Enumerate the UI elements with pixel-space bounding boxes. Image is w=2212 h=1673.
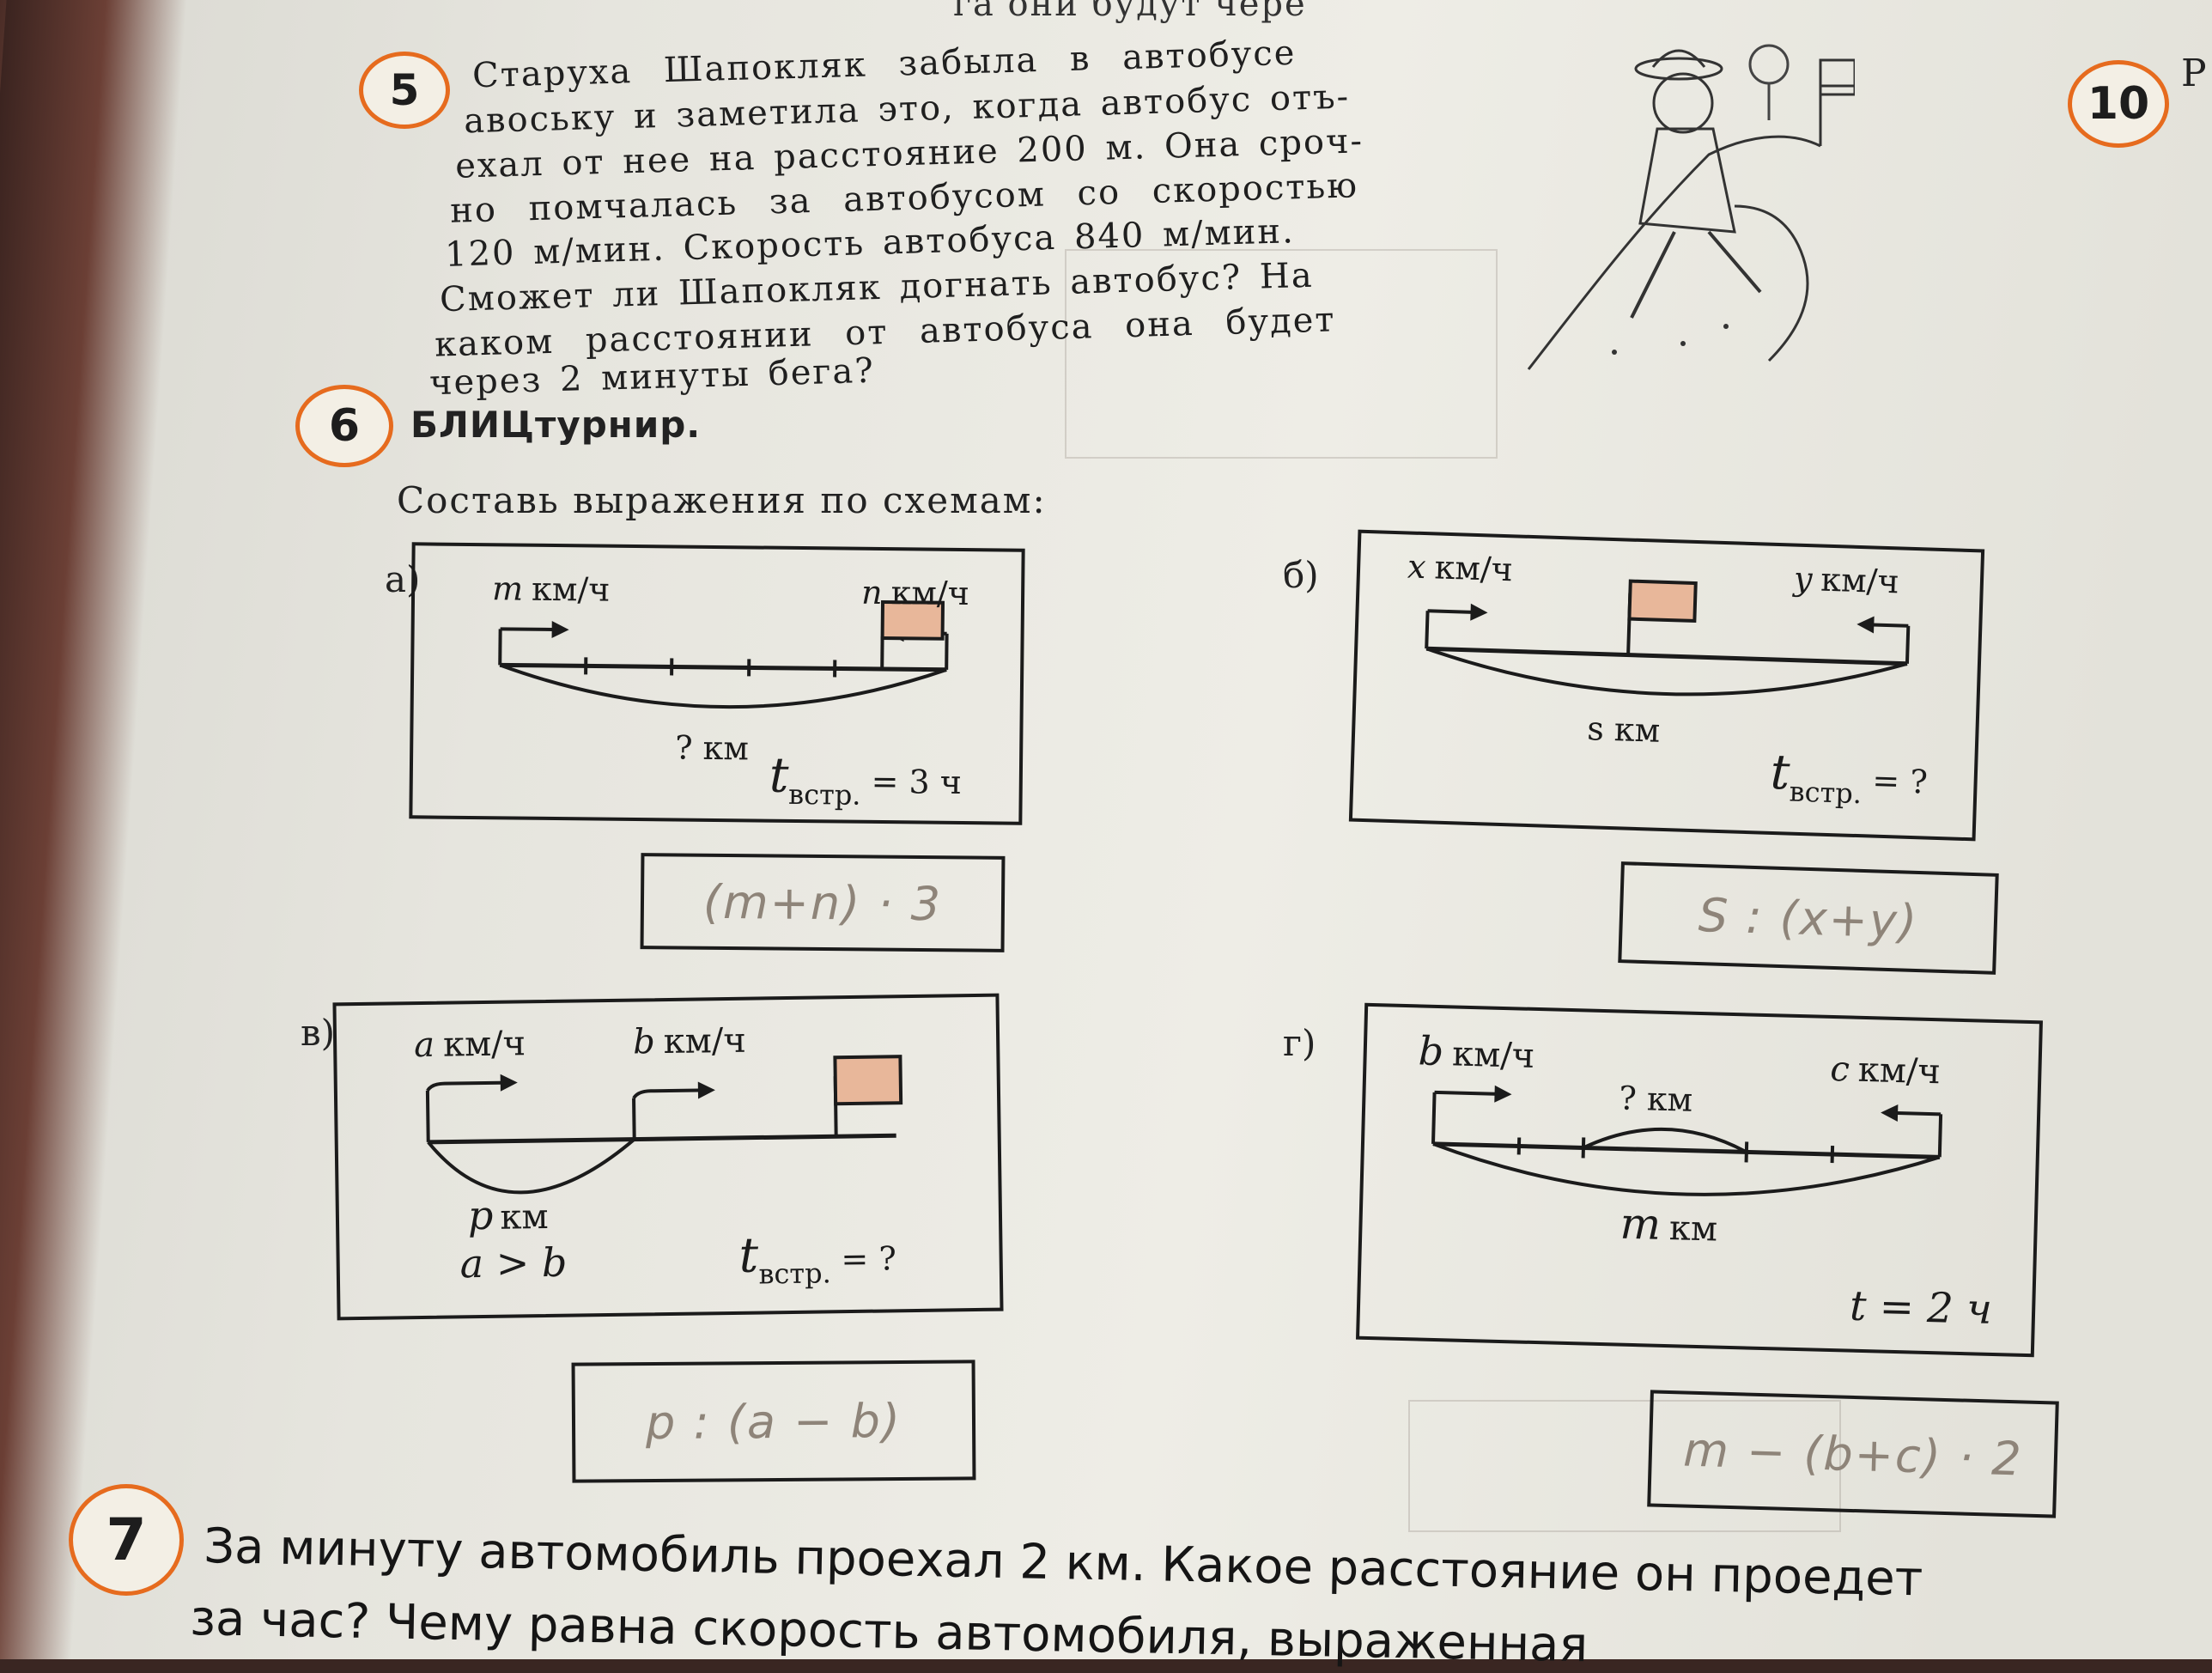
arrow-left-icon [1856,616,1875,634]
answer-box-g[interactable]: m − (b+c) · 2 [1647,1390,2059,1518]
svg-text:tвстр.= 3 ч: tвстр. = 3 ч [769,748,962,812]
distance-var: p [468,1192,494,1238]
svg-text:tвстр.= ?: tвстр. = ? [738,1226,896,1291]
arrow-right-icon [552,621,569,638]
svg-text:tвстр.= ?: tвстр. = ? [1770,745,1929,812]
problem-5-number-text: 5 [390,65,420,115]
problem-6-title: БЛИЦтурнир. [410,404,701,446]
svg-text:mкм/ч: mкм/ч [492,569,611,608]
speed-left-var: b [1418,1027,1444,1074]
hat-icon [1636,58,1722,79]
time-label: t = 2 ч [1849,1282,1992,1334]
speed-2-var: b [633,1022,655,1062]
problem-7-number-text: 7 [106,1506,146,1574]
answer-a-handwriting: (m+n) · 3 [703,874,943,930]
speed-right-var: y [1791,560,1813,599]
total-distance-unit: км [1668,1208,1717,1249]
problem-7-number: 7 [69,1484,184,1596]
shapoklyak-illustration [1511,34,1855,378]
svg-text:cкм/ч: cкм/ч [1830,1049,1942,1092]
svg-text:bкм/ч: bкм/ч [1418,1027,1535,1077]
flag-icon [835,1056,901,1104]
svg-text:mкм: mкм [1620,1199,1718,1251]
diagram-b-label: б) [1283,554,1319,596]
time-subscript: встр. [758,1256,831,1290]
top-fragment-text: га они будут чере [953,0,1307,24]
middle-distance-label: ? км [1619,1080,1693,1119]
diagram-v-label: в) [301,1012,335,1054]
speed-right-var: n [861,574,883,611]
speed-2-unit: км/ч [663,1021,746,1062]
speed-left-var: m [492,569,524,607]
problem-5-text: Старуха Шапокляк забыла в автобусе авось… [429,38,1400,381]
speed-left-unit: км/ч [1434,548,1514,588]
speed-right-unit: км/ч [1820,561,1900,601]
problem-6-number: 6 [295,385,393,467]
time-subscript: встр. [788,778,861,812]
flag-icon [1629,581,1695,621]
answer-b-handwriting: S : (x+y) [1698,887,1919,948]
speed-left-unit: км/ч [532,570,611,609]
speed-1-var: a [414,1025,434,1065]
answer-box-v[interactable]: p : (a − b) [572,1360,976,1482]
svg-text:nкм/ч: nкм/ч [861,574,969,612]
page-edge-shadow [0,0,187,1659]
arrow-right-icon [698,1081,715,1098]
distance-label: ? км [675,728,749,767]
svg-text:xкм/ч: xкм/ч [1407,547,1514,588]
next-page-number-text: 10 [2087,78,2149,130]
time-value: = ? [841,1239,896,1278]
time-symbol: t [1770,745,1791,801]
problem-7-line-2: за час? Чему равна скорость автомобиля, … [190,1591,1589,1673]
next-page-letter: Р [2181,52,2207,95]
problem-6-number-text: 6 [329,400,360,452]
condition-label: a > b [459,1239,567,1287]
answer-box-b[interactable]: S : (x+y) [1618,861,1998,975]
diagram-g-label: г) [1283,1022,1316,1064]
total-distance-var: m [1620,1199,1662,1250]
speed-1-unit: км/ч [443,1024,526,1064]
problem-6-subtitle: Составь выражения по схемам: [397,479,1047,521]
speed-right-unit: км/ч [1857,1050,1941,1092]
svg-text:yкм/ч: yкм/ч [1791,560,1899,601]
svg-text:aкм/ч: aкм/ч [414,1024,526,1065]
distance-unit: км [500,1197,549,1238]
answer-box-a[interactable]: (m+n) · 3 [641,853,1006,952]
arrow-right-icon [501,1074,518,1091]
speed-right-unit: км/ч [890,574,969,612]
speed-left-var: x [1407,547,1427,586]
time-value: = 3 ч [871,763,962,801]
answer-v-handwriting: p : (a − b) [646,1393,902,1449]
arrow-left-icon [1881,1104,1899,1122]
speed-right-var: c [1830,1049,1850,1090]
next-page-problem-number: 10 [2068,60,2169,148]
answer-g-handwriting: m − (b+c) · 2 [1682,1422,2023,1486]
time-value: = ? [1872,762,1929,801]
arrow-right-icon [1470,604,1488,622]
face-icon [1654,74,1712,132]
time-symbol: t [738,1228,759,1284]
svg-text:pкм: pкм [468,1191,549,1238]
picture-frame-icon [1820,60,1855,94]
tree-icon [1750,46,1788,83]
time-symbol: t [769,748,790,804]
distance-label: s км [1587,709,1661,750]
svg-text:bкм/ч: bкм/ч [633,1021,746,1062]
time-subscript: встр. [1789,776,1862,811]
speed-left-unit: км/ч [1452,1034,1535,1075]
arrow-right-icon [1494,1086,1512,1104]
